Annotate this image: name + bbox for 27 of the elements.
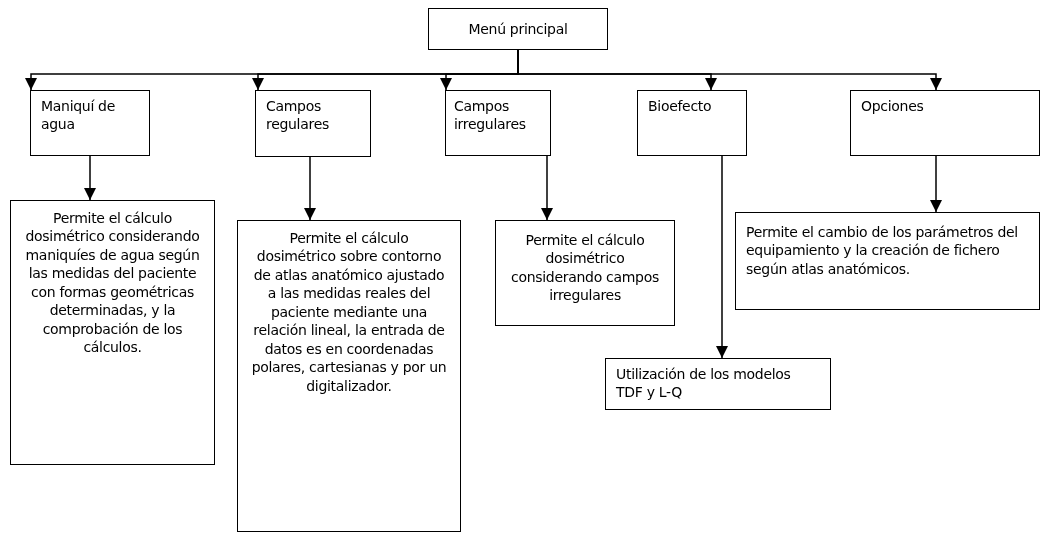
box-text: Menú principal [467,19,569,39]
box-text: Permite el cálculo dosimétrico sobre contorno de atlas anatómico ajustado a las medidas reales del paciente mediante una relación lineal, la entrada de datos es en coordenadas polares, cartesianas y por un digitalizador. [250,229,448,396]
box-text: Campos regulares [266,97,330,134]
box-text: Permite el cálculo dosimétrico considerando maniquíes de agua según las medidas del paciente con formas geométricas determinadas, y la comprobación de los cálculos. [24,209,201,357]
process-box [255,90,371,157]
process-box [10,200,215,465]
process-box [735,212,1040,310]
process-box [495,220,675,326]
arrow [716,155,728,359]
box-text: Permite el cálculo dosimétrico considerando campos irregulares [510,231,660,305]
box-text: Maniquí de agua [41,97,117,134]
box-text: Opciones [861,97,925,116]
root-box [428,8,608,50]
process-box [237,220,461,532]
arrow [304,156,316,221]
arrow [541,155,553,221]
box-text: Bioefecto [648,97,713,116]
process-box [637,90,747,156]
arrow [930,155,942,213]
arrow [84,155,96,201]
process-box [605,358,831,410]
process-box [445,90,551,156]
box-text: Campos irregulares [454,97,527,134]
process-box [850,90,1040,156]
box-text: Utilización de los modelos TDF y L-Q [616,365,792,402]
process-box [30,90,150,156]
box-text: Permite el cambio de los parámetros del equipamiento y la creación de fichero según atlas anatómicos. [746,223,1019,279]
